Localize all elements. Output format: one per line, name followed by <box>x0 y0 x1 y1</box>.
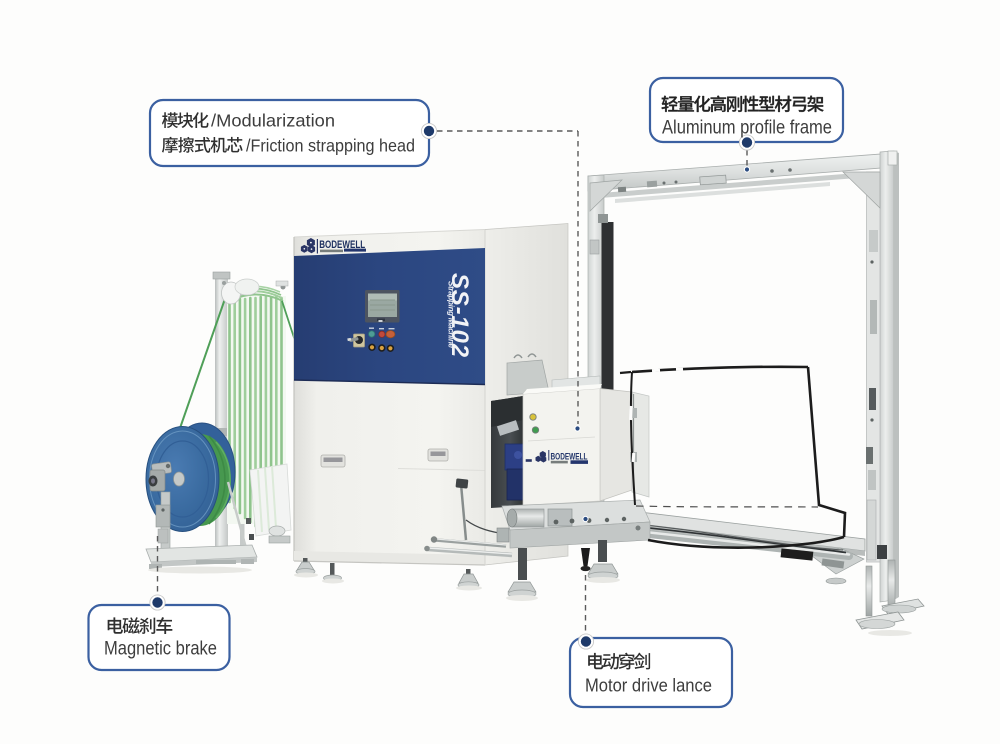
svg-text:/Friction strapping head: /Friction strapping head <box>246 135 415 155</box>
svg-text:BODEWELL: BODEWELL <box>551 451 588 462</box>
svg-text:Motor drive lance: Motor drive lance <box>585 675 712 696</box>
svg-text:/Modularization: /Modularization <box>211 111 335 131</box>
svg-text:Magnetic brake: Magnetic brake <box>104 639 217 660</box>
svg-text:Aluminum profile frame: Aluminum profile frame <box>662 117 832 139</box>
svg-text:SS-102: SS-102 <box>446 273 473 358</box>
svg-text:BODEWELL: BODEWELL <box>319 239 365 251</box>
svg-text:Strapping Machine: Strapping Machine <box>447 281 456 349</box>
